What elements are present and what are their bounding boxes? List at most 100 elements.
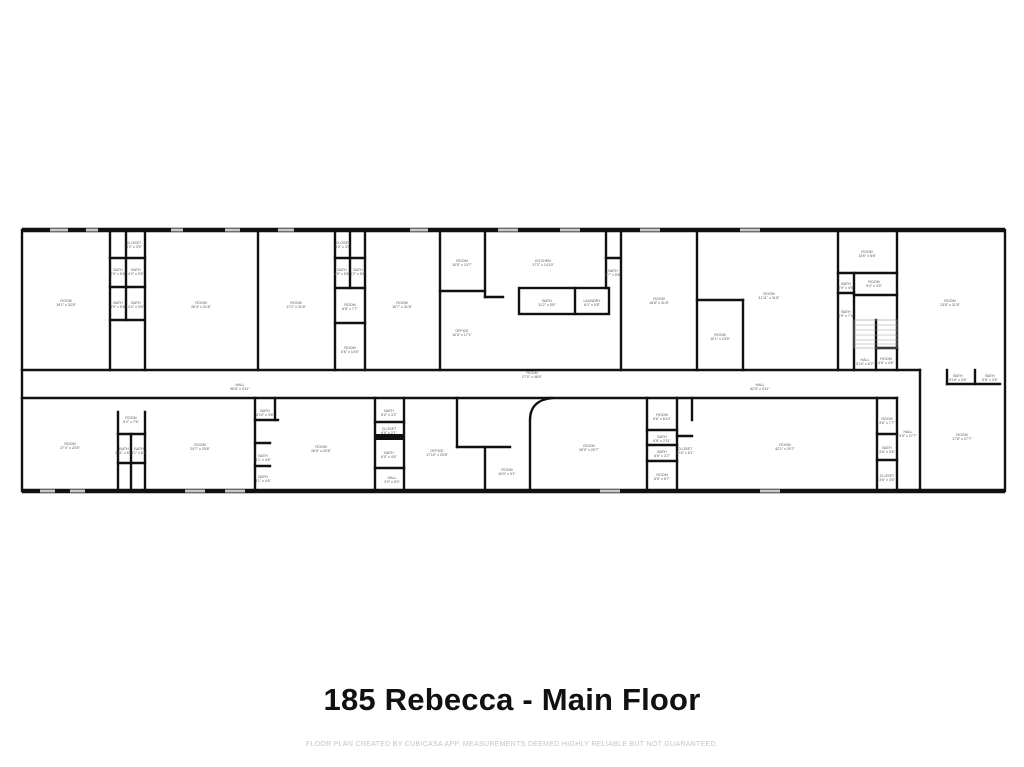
room-dimensions: 6'6" x 5'7" (654, 477, 670, 481)
room-dimensions: 4'2" x 5'6" (350, 272, 366, 276)
room-dimensions: 3'6" x 7'7" (879, 421, 895, 425)
room-dimensions: 62'5" x 5'11" (750, 387, 770, 391)
room-name: ROOM (526, 371, 537, 375)
room-name: ROOM (653, 297, 664, 301)
room-dimensions: 4'5" x 27'7" (899, 434, 917, 438)
room-dimensions: 19'1" x 32'8" (56, 303, 76, 307)
room-name: HALL (904, 430, 913, 434)
room-name: BATH (353, 268, 363, 272)
room-dimensions: 28'0" x 20'7" (579, 448, 599, 452)
room-name: BATH (882, 446, 892, 450)
room-name: ROOM (344, 346, 355, 350)
room-dimensions: 4'9" x 5'6" (334, 272, 350, 276)
room-dimensions: 6'6" x 2'11" (653, 439, 671, 443)
room-name: ROOM (344, 303, 355, 307)
room-name: ROOM (763, 292, 774, 296)
room-dimensions: 4'9" x 4'5" (838, 286, 854, 290)
room-dimensions: 3'1" x 4'6" (255, 479, 271, 483)
room-dimensions: 10'1" x 15'5" (710, 337, 730, 341)
room-name: ROOM (868, 280, 879, 284)
room-name: ROOM (396, 301, 407, 305)
closet-fill (375, 434, 404, 440)
room-name: ROOM (779, 443, 790, 447)
room-name: CLOSET (336, 241, 351, 245)
room-dimensions: 3'1" x 4'6" (255, 458, 271, 462)
room-dimensions: 9'4" x 4'5" (866, 284, 882, 288)
room-name: ROOM (944, 299, 955, 303)
room-dimensions: 10'0" x 9'1" (498, 472, 516, 476)
room-name: ROOM (656, 413, 667, 417)
room-dimensions: 6'6" x 3'2" (654, 454, 670, 458)
wall (517, 286, 611, 316)
room-name: CLOSET (382, 427, 397, 431)
room-name: ROOM (60, 299, 71, 303)
room-dimensions: 4'9" x 5'6" (110, 305, 126, 309)
room-name: ROOM (456, 259, 467, 263)
room-name: ROOM (195, 301, 206, 305)
room-name: BATH (985, 374, 995, 378)
room-dimensions: 6'0" x 3'2" (381, 413, 397, 417)
room-dimensions: 4'9" x 7'4" (838, 314, 854, 318)
room-dimensions: 3'6" x 3'6" (879, 450, 895, 454)
room-name: BATH (131, 301, 141, 305)
floor-plan-title: 185 Rebecca - Main Floor (323, 682, 701, 717)
room-dimensions: 27'4" x 20'8" (60, 446, 80, 450)
room-name: OFFICE (455, 329, 469, 333)
room-dimensions: 6'6" x 6'10" (653, 417, 671, 421)
room-name: BATH (337, 268, 347, 272)
room-dimensions: 23'8" x 31'8" (940, 303, 960, 307)
room-dimensions: 6'0" x 4'6" (381, 455, 397, 459)
room-name: ROOM (125, 416, 136, 420)
room-dimensions: 4'10" x 3'6" (256, 413, 274, 417)
room-name: BATH (384, 451, 394, 455)
room-name: HALL (236, 383, 245, 387)
room-name: ROOM (194, 443, 205, 447)
room-name: BATH (260, 409, 270, 413)
room-name: BATH (131, 268, 141, 272)
room-name: ROOM (501, 468, 512, 472)
wall (20, 228, 1007, 493)
room-name: BATH (113, 301, 123, 305)
room-dimensions: 3'2" x 3'5" (126, 245, 142, 249)
room-name: ROOM (583, 444, 594, 448)
room-name: BATH (258, 454, 268, 458)
room-dimensions: 3'1" x 6'2" (131, 451, 147, 455)
room-dimensions: 5'10" x 6'2" (856, 362, 874, 366)
room-dimensions: 1'10" x 6'1" (676, 451, 694, 455)
room-dimensions: 42'1" x 20'7" (775, 447, 795, 451)
room-dimensions: 2'11" x 6'2" (115, 451, 133, 455)
